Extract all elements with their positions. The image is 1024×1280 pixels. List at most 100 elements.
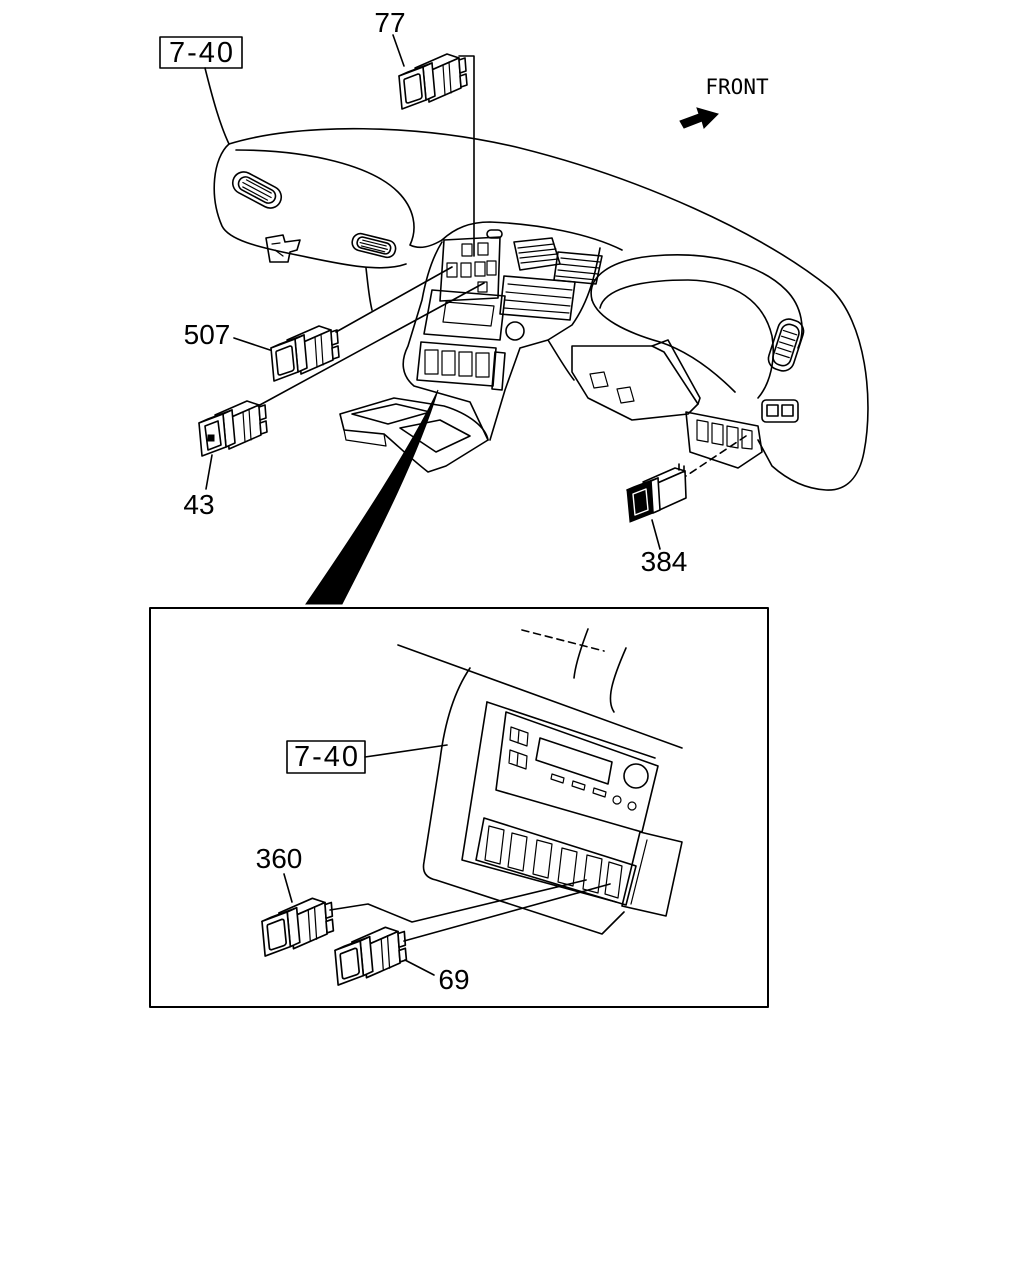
climate-switch-slot xyxy=(424,349,439,375)
switch-slot xyxy=(460,262,472,278)
driver-side-air-vent xyxy=(767,318,805,372)
switch-terminal xyxy=(397,930,407,949)
callout-360: 360 xyxy=(256,843,303,874)
center-display-strip xyxy=(499,275,576,321)
callout-43-leader xyxy=(205,454,213,490)
switch-terminal xyxy=(459,73,468,88)
tray-outline xyxy=(339,397,489,473)
switch-terminal xyxy=(259,420,268,435)
dashboard-outline xyxy=(228,127,869,491)
switch-69-location-line xyxy=(403,883,611,942)
center-stack-right-edge xyxy=(489,247,601,441)
radio-small-knob xyxy=(612,795,622,805)
switch-507-location-line xyxy=(335,266,453,333)
switch-rocker xyxy=(275,345,295,376)
radio-display xyxy=(535,737,613,785)
inset-dash-hidden-edge xyxy=(521,629,605,652)
switch-rocker xyxy=(632,488,649,516)
center-stack-top-edge xyxy=(441,221,623,251)
vent-inner xyxy=(772,323,800,367)
reference-box-label: 7-40 xyxy=(169,37,235,69)
switch-43 xyxy=(198,400,268,457)
passenger-lower-panel-edge xyxy=(365,267,373,311)
center-air-vents xyxy=(513,237,603,285)
switch-77-location-line xyxy=(458,55,475,257)
switch-panel-frame xyxy=(439,236,501,302)
callout-77-leader xyxy=(392,34,405,67)
front-label: FRONT xyxy=(705,75,769,99)
switch-body-ridge xyxy=(380,935,391,971)
climate-switch-slot xyxy=(441,350,456,376)
bolster-knob xyxy=(616,386,635,404)
callout-360-leader xyxy=(283,873,293,903)
bracket-outline xyxy=(265,234,301,263)
climate-switch-slot xyxy=(582,854,603,894)
climate-switch-slot xyxy=(484,825,505,865)
inset-climate-switch-row xyxy=(475,817,637,906)
callout-507: 507 xyxy=(184,319,231,350)
climate-switch-slot xyxy=(475,352,490,378)
switch-bezel-front xyxy=(626,480,654,523)
right-lower-switch-panel xyxy=(685,411,763,469)
switch-360-location-line xyxy=(329,879,587,923)
switch-507 xyxy=(270,325,340,382)
climate-switch-slot xyxy=(458,351,473,377)
instrument-cluster-hood xyxy=(590,254,803,349)
inset-reference-leader-line xyxy=(364,744,448,758)
dashboard-assembly xyxy=(213,127,869,491)
vent-slats xyxy=(242,179,272,201)
radio-button xyxy=(508,749,528,770)
inset-dash-contour xyxy=(609,647,627,713)
inset-console-outer-edge xyxy=(422,667,625,935)
climate-panel-frame xyxy=(416,341,497,387)
reference-box-inset: 7-40 xyxy=(286,740,366,774)
climate-switch-slot xyxy=(507,832,528,872)
reference-leader-line xyxy=(204,67,230,145)
inset-dash-contour xyxy=(573,628,589,679)
switch-slot xyxy=(486,260,497,276)
inset-dash-face-edge xyxy=(397,644,683,749)
dashboard-left-end xyxy=(213,143,407,269)
switch-slot xyxy=(474,261,486,277)
center-upper-switch-panel xyxy=(439,236,501,302)
switch-indicator-icon xyxy=(207,434,215,442)
switch-body-ridge xyxy=(314,333,324,368)
panel-slot xyxy=(696,419,709,443)
vent-frame xyxy=(767,318,805,372)
switch-terminal-pin xyxy=(678,463,685,473)
center-vent-right xyxy=(553,251,603,285)
instrument-cluster-opening xyxy=(599,279,775,399)
front-arrow-icon xyxy=(679,107,719,129)
detail-inset-frame xyxy=(149,607,769,1008)
climate-switch-slot xyxy=(557,847,578,887)
panel-slot xyxy=(741,428,753,450)
panel-outline xyxy=(685,411,763,469)
switch-terminal xyxy=(330,329,339,346)
front-direction-indicator: FRONT xyxy=(679,75,769,129)
vent-slats xyxy=(359,239,388,253)
console-vertical-slot xyxy=(491,351,506,391)
passenger-air-vent-inner xyxy=(351,232,397,259)
vent-frame xyxy=(231,171,283,209)
right-small-switch-housing xyxy=(761,399,799,423)
switch-slot xyxy=(477,242,489,256)
switch-rocker xyxy=(403,73,423,104)
switch-384-location-line xyxy=(685,435,747,477)
dash-pad-inner-edge xyxy=(235,149,443,248)
radio-preset-button xyxy=(550,773,565,784)
inset-bezel-top xyxy=(486,701,656,759)
switch-terminal xyxy=(458,57,467,74)
switch-rocker xyxy=(339,947,360,980)
radio-knob xyxy=(623,763,649,789)
passenger-air-vent-outer xyxy=(231,171,283,209)
radio-display xyxy=(442,301,495,327)
knee-bolster-panel xyxy=(571,345,699,421)
switch-terminal xyxy=(324,901,334,920)
radio-face xyxy=(423,289,506,341)
detail-view-pointer xyxy=(305,389,439,605)
callout-384-leader xyxy=(651,519,661,550)
switch-terminal xyxy=(258,404,267,421)
vent-frame xyxy=(351,232,397,259)
switch-body-ridge xyxy=(307,906,318,942)
radio-button xyxy=(509,726,529,747)
